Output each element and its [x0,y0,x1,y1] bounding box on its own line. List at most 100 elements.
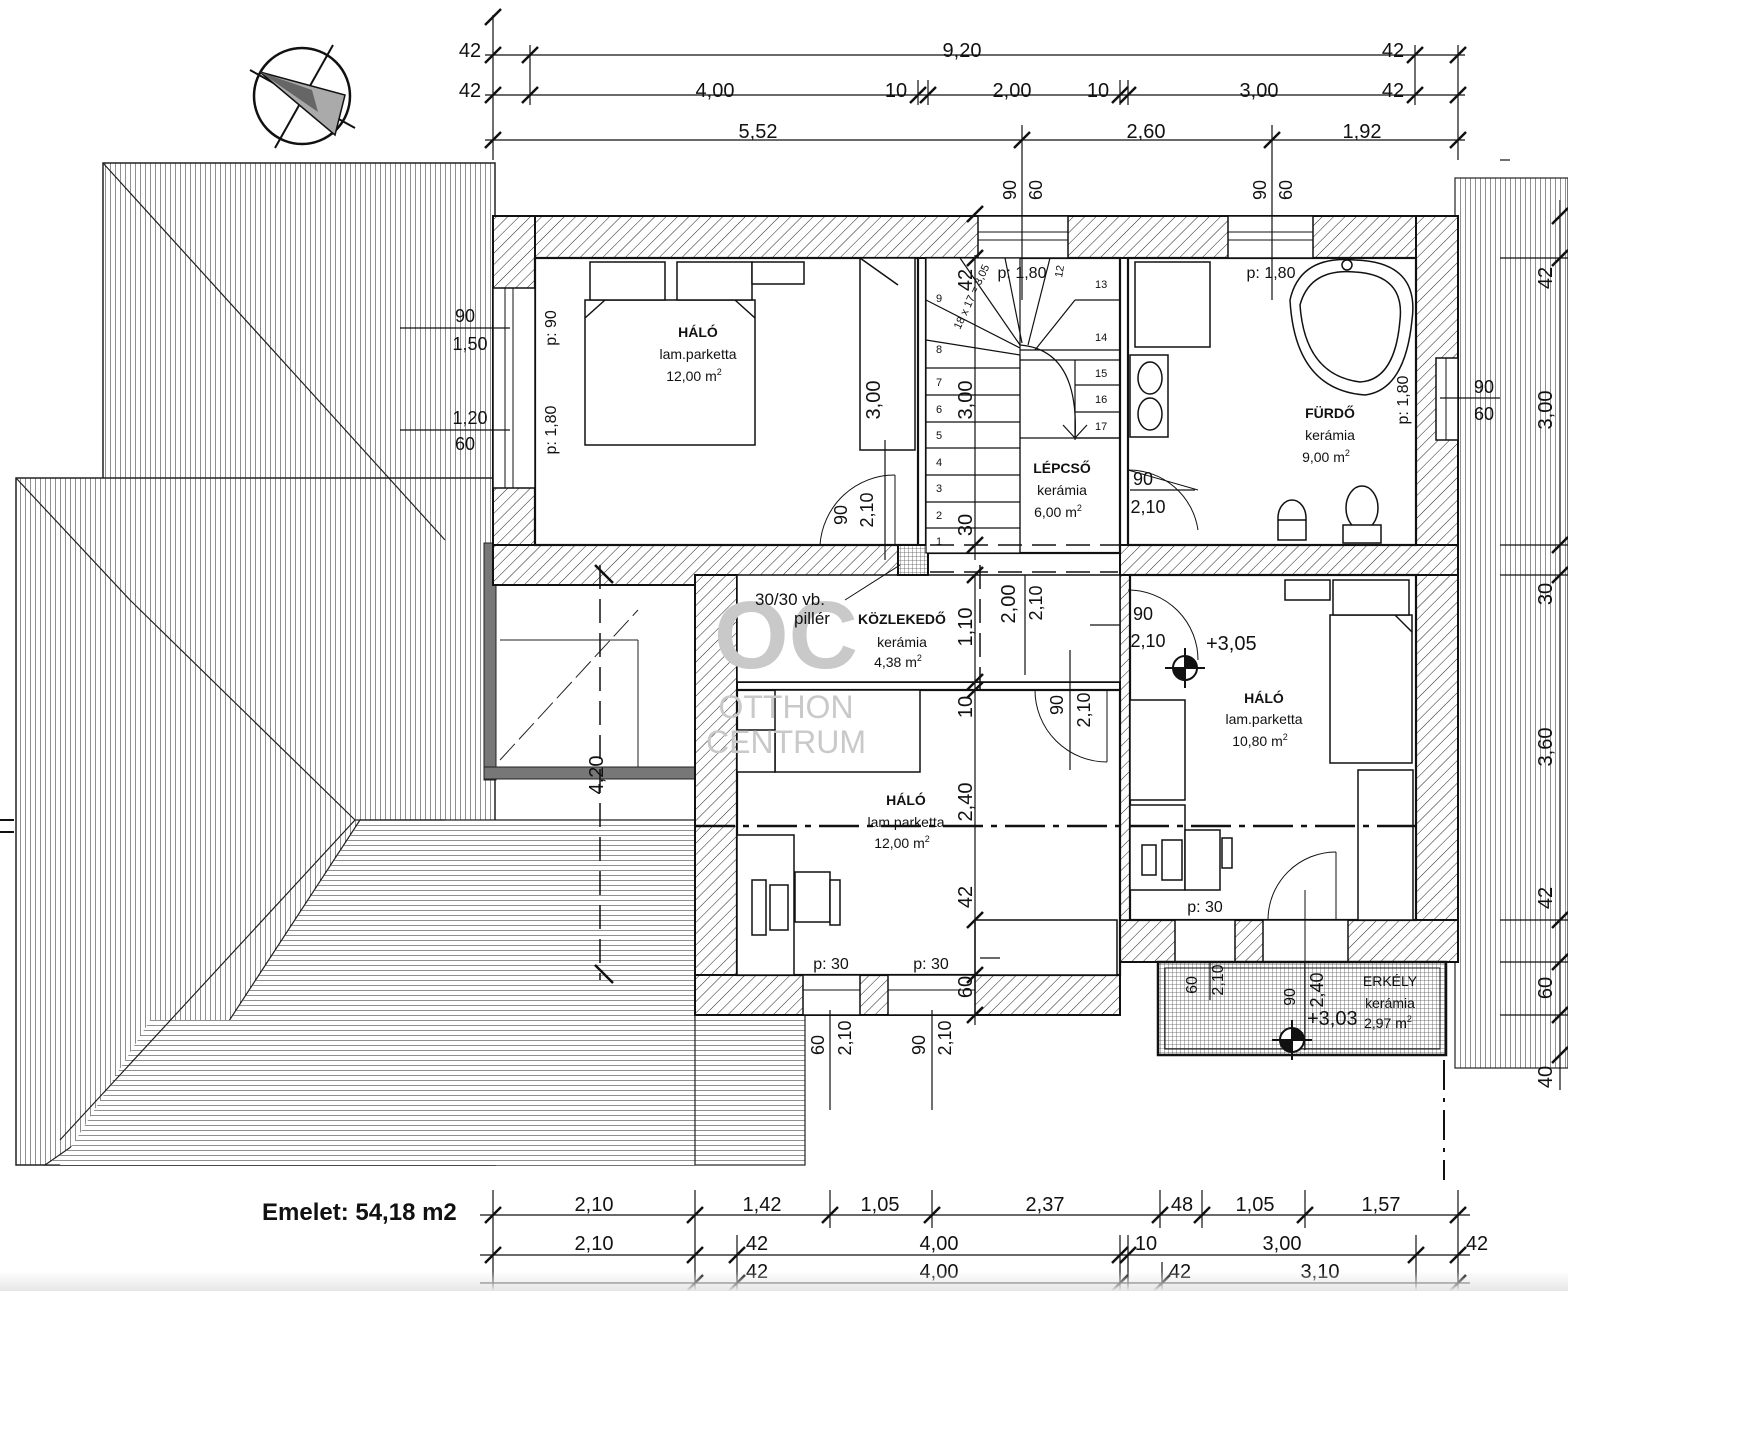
dim-text: 2,10 [1130,497,1165,517]
roof-left [15,162,806,1166]
watermark: OC OTTHON CENTRUM [706,582,866,760]
dim-text: 5,52 [739,121,778,143]
dim-text: 2,00 [993,80,1032,102]
dim-text: 90 [1133,469,1153,489]
dim-text: p: 1,80 [1395,375,1412,424]
dim-text: 90 [909,1035,929,1055]
dim-text: 60 [1026,180,1046,200]
dim-text: 3,00 [955,381,977,420]
room-floor: lam.parketta [1225,711,1302,727]
dim-text: 1,57 [1362,1194,1401,1216]
room-area: 2,97 m2 [1364,1014,1412,1031]
dim-text: 9,20 [943,40,982,62]
dim-text: 2,60 [1127,121,1166,143]
dim-text: 42 [1382,80,1404,102]
stair-step: 2 [936,510,942,522]
room-bed3: HÁLÓ lam.parketta 10,80 m2 [1225,689,1302,749]
bottom-fade [0,1271,1568,1291]
watermark-line1: OTTHON [718,689,853,725]
stair-step: 4 [936,457,942,469]
room-floor: lam.parketta [659,346,736,362]
room-stair: LÉPCSŐ kerámia 6,00 m2 [1033,459,1091,520]
dim-text: 90 [1250,180,1270,200]
dim-text: 30 [955,514,977,536]
dim-text: 90 [1474,377,1494,397]
room-name: ERKÉLY [1363,973,1418,989]
dim-text: 4,20 [586,756,608,795]
room-bed2: HÁLÓ lam.parketta 12,00 m2 [867,791,944,851]
dim-text: 2,10 [1210,964,1227,995]
room-bed1: HÁLÓ lam.parketta 12,00 m2 [659,323,736,384]
stair-step: 12 [1053,264,1067,278]
room-balcony: ERKÉLY kerámia 2,97 m2 [1363,973,1418,1031]
dim-text: 2,10 [575,1233,614,1255]
watermark-logo: OC [714,582,858,689]
section-line [0,819,1445,1180]
dim-text: 42 [459,40,481,62]
dim-text: 2,37 [1026,1194,1065,1216]
watermark-line2: CENTRUM [706,724,866,760]
dim-text: 90 [455,306,475,326]
dim-text: 2,40 [1307,972,1327,1007]
dim-text: 90 [1133,604,1153,624]
dims-inner: 42 3,00 30 3,00 1,10 10 2,40 42 60 2,00 … [586,269,1020,998]
dim-text: 42 [1535,887,1557,909]
room-name: LÉPCSŐ [1033,459,1091,476]
room-name: HÁLÓ [1244,689,1284,706]
dim-text: 48 [1171,1194,1193,1216]
stair-step: 6 [936,404,942,416]
dim-text: 3,60 [1535,728,1557,767]
dim-text: 60 [1474,404,1494,424]
dim-text: 42 [746,1233,768,1255]
stair-step: 8 [936,344,942,356]
dims-windows: 90 1,50 1,20 60 90 60 90 60 90 60 [452,180,1494,454]
dim-text: 2,10 [935,1020,955,1055]
stair-step: 13 [1095,279,1107,291]
room-name: HÁLÓ [886,791,926,808]
dim-text: 1,20 [452,408,487,428]
room-floor: kerámia [877,634,927,650]
dim-text: 60 [1184,976,1201,994]
dim-text: 10 [955,696,977,718]
dim-text: 42 [955,886,977,908]
room-floor: kerámia [1305,427,1355,443]
dim-text: 3,00 [1535,391,1557,430]
roof-right [1454,177,1568,1069]
stair-step: 14 [1095,332,1107,344]
dim-text: 1,05 [861,1194,900,1216]
floor-title: Emelet: 54,18 m2 [262,1199,457,1226]
dim-text: 42 [1466,1233,1488,1255]
dim-text: p: 90 [543,310,560,346]
dim-text: p: 1,80 [998,265,1047,282]
dim-text: p: 30 [813,956,849,973]
dimension-lines [400,8,1568,1291]
room-name: HÁLÓ [678,323,718,340]
room-name: FÜRDŐ [1305,404,1355,421]
room-floor: lam.parketta [867,814,944,830]
balcony [1156,960,1448,1057]
dim-text: 60 [455,434,475,454]
dim-text: 90 [1282,988,1299,1006]
dim-text: 2,10 [835,1020,855,1055]
dims-doors: 90 2,10 90 2,10 90 2,10 90 2,10 90 2,40 … [831,469,1327,1008]
dim-text: 42 [459,80,481,102]
dim-text: 1,42 [743,1194,782,1216]
dim-text: 2,00 [998,585,1020,624]
dim-text: 90 [1000,180,1020,200]
dims-right: 42 3,00 30 3,60 42 60 40 [1535,267,1557,1088]
room-name: KÖZLEKEDŐ [858,610,946,627]
level-marker-upper [1165,648,1205,688]
level-balcony: +3,03 [1307,1008,1358,1030]
room-area: 12,00 m2 [874,834,930,851]
dim-text: 2,10 [857,492,877,527]
stair-step: 5 [936,430,942,442]
room-area: 9,00 m2 [1302,448,1350,465]
dim-text: 42 [1535,267,1557,289]
void-opening [483,542,697,781]
room-area: 6,00 m2 [1034,503,1082,520]
dims-bottom: 2,10 1,42 1,05 2,37 48 1,05 1,57 2,10 42… [575,1194,1489,1283]
dim-text: 1,05 [1236,1194,1275,1216]
dim-text: 42 [1382,40,1404,62]
room-area: 10,80 m2 [1232,732,1288,749]
stair-step: 16 [1095,394,1107,406]
